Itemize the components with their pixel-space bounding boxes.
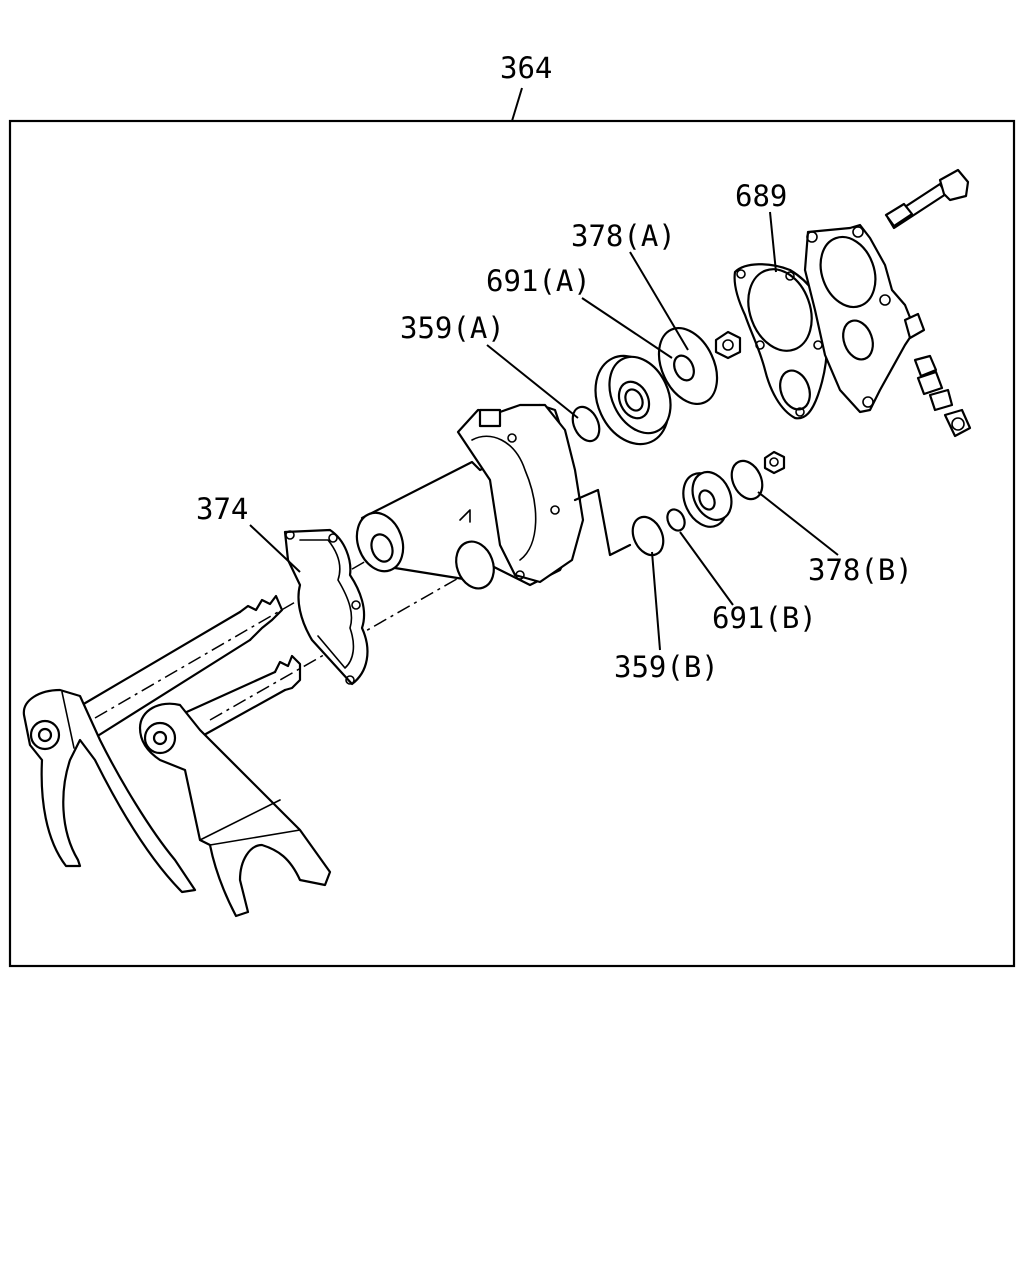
shift-housing xyxy=(355,403,585,590)
label-359b: 359(B) xyxy=(614,650,719,684)
bolt-short xyxy=(884,202,914,228)
washer-691a xyxy=(657,327,719,405)
label-364: 364 xyxy=(500,51,552,85)
label-374: 374 xyxy=(196,492,248,526)
gasket-374 xyxy=(283,528,369,686)
plug-fittings xyxy=(903,312,972,438)
piston-a xyxy=(594,354,672,446)
o-ring-359b xyxy=(631,515,665,557)
shift-fork-lower xyxy=(138,654,332,918)
nut-lower xyxy=(763,450,786,475)
label-359a: 359(A) xyxy=(400,311,505,345)
label-691b: 691(B) xyxy=(712,601,817,635)
label-691a: 691(A) xyxy=(486,264,591,298)
o-ring-359a xyxy=(571,405,601,443)
label-378b: 378(B) xyxy=(808,553,913,587)
end-cover xyxy=(803,223,917,414)
piston-b xyxy=(682,470,733,528)
nut-378a xyxy=(714,330,742,360)
label-378a: 378(A) xyxy=(571,219,676,253)
o-ring-691b xyxy=(666,508,686,532)
shift-fork-upper xyxy=(22,594,284,894)
o-ring-378b xyxy=(730,459,764,501)
label-689: 689 xyxy=(735,179,787,213)
